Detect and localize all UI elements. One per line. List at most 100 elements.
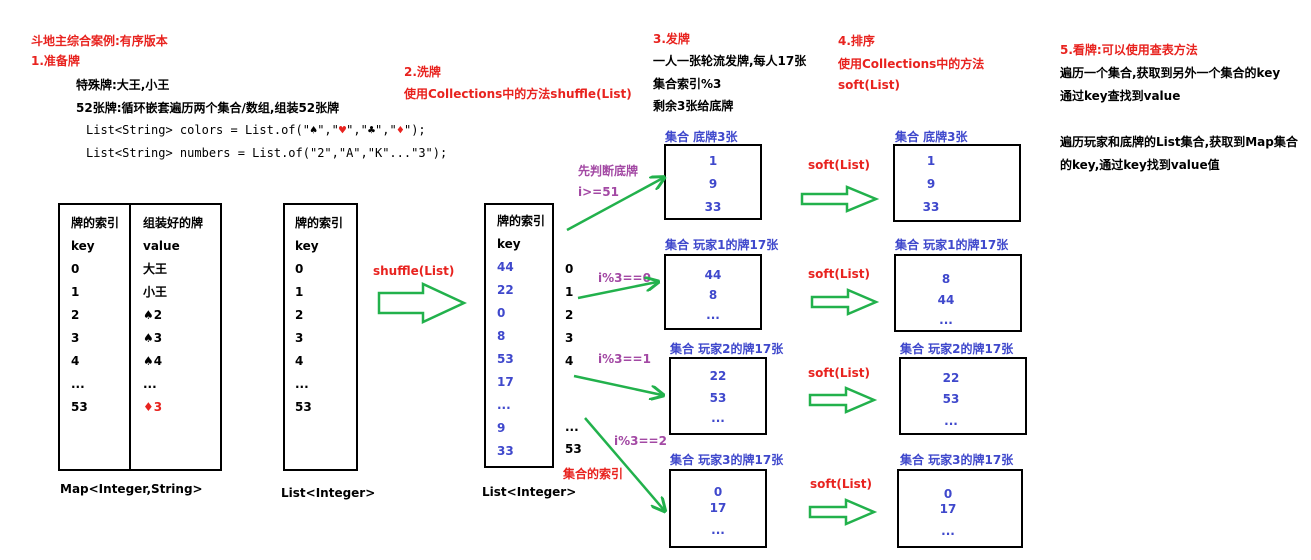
list-subheader: key xyxy=(295,239,319,253)
shuffled-key: 53 xyxy=(497,352,514,366)
shuffled-key: 44 xyxy=(497,260,514,274)
deal-arrow-bottom-icon xyxy=(566,178,663,232)
collection-index: 53 xyxy=(565,442,582,456)
deal-arrow-p2-icon xyxy=(573,374,662,395)
step2-desc: 使用Collections中的方法shuffle(List) xyxy=(404,87,632,101)
map-value: ♠3 xyxy=(143,331,163,345)
group-value: 9 xyxy=(708,177,718,191)
map-key: 2 xyxy=(71,308,80,322)
group-before-title: 集合 玩家2的牌17张 xyxy=(670,342,784,356)
diamond-icon: ♦ xyxy=(396,123,404,137)
map-table: 牌的索引 key 0 1 2 3 4 ... 53 组装好的牌 value 大王… xyxy=(58,203,222,471)
step5-line2: 通过key查找到value xyxy=(1060,89,1181,103)
heart-icon: ♥ xyxy=(338,123,347,137)
shuffled-key: 17 xyxy=(497,375,514,389)
group-before-title: 集合 玩家3的牌17张 xyxy=(670,453,784,467)
collection-index: 1 xyxy=(565,285,574,299)
group-value: 1 xyxy=(708,154,718,168)
sort-label: soft(List) xyxy=(808,158,870,172)
group-value: 17 xyxy=(939,502,957,516)
map-value: 大王 xyxy=(143,262,168,276)
list-key: 53 xyxy=(295,400,312,414)
shuffled-key: 22 xyxy=(497,283,514,297)
map-value-subheader: value xyxy=(143,239,180,253)
step1-title: 1.准备牌 xyxy=(31,54,80,68)
list-table: 牌的索引 key 0 1 2 3 4 ... 53 xyxy=(283,203,358,471)
group-before-title: 集合 玩家1的牌17张 xyxy=(665,238,779,252)
shuffled-key: 8 xyxy=(497,329,506,343)
shuffle-label: shuffle(List) xyxy=(373,264,455,278)
map-key: 53 xyxy=(71,400,88,414)
shuffled-key: 9 xyxy=(497,421,506,435)
map-caption: Map<Integer,String> xyxy=(60,482,203,496)
sort-arrow-icon xyxy=(800,185,880,213)
p2-condition: i%3==1 xyxy=(598,352,651,366)
shuffled-key: 0 xyxy=(497,306,506,320)
group-before-box: 44 8 ... xyxy=(664,254,762,330)
map-value-header: 组装好的牌 xyxy=(143,216,204,230)
group-before-box: 22 53 ... xyxy=(669,357,767,435)
group-value: 44 xyxy=(937,293,955,307)
step5-line3: 遍历玩家和底牌的List集合,获取到Map集合 xyxy=(1060,135,1298,149)
list-key-column: 牌的索引 key 0 1 2 3 4 ... 53 xyxy=(295,212,343,419)
step3-line3: 剩余3张给底牌 xyxy=(653,99,734,113)
group-value: 33 xyxy=(922,200,940,214)
group-value: 44 xyxy=(704,268,722,282)
step5-title: 5.看牌:可以使用查表方法 xyxy=(1060,43,1198,57)
step3-line1: 一人一张轮流发牌,每人17张 xyxy=(653,54,807,68)
group-after-box: 8 44 ... xyxy=(894,254,1022,332)
numbers-code: List<String> numbers = List.of("2","A","… xyxy=(86,146,448,160)
map-key-column: 牌的索引 key 0 1 2 3 4 ... 53 xyxy=(71,212,119,419)
list-key: 2 xyxy=(295,308,304,322)
sort-label: soft(List) xyxy=(810,477,872,491)
map-key: 1 xyxy=(71,285,80,299)
map-key: 0 xyxy=(71,262,80,276)
step3-line2: 集合索引%3 xyxy=(653,77,722,91)
cards52-text: 52张牌:循环嵌套遍历两个集合/数组,组装52张牌 xyxy=(76,101,340,115)
group-after-title: 集合 底牌3张 xyxy=(895,130,968,144)
group-after-title: 集合 玩家1的牌17张 xyxy=(895,238,1009,252)
shuffled-header: 牌的索引 xyxy=(497,214,546,228)
group-value: 1 xyxy=(926,154,936,168)
group-value: 9 xyxy=(926,177,936,191)
map-key: 4 xyxy=(71,354,80,368)
map-value: ♦3 xyxy=(143,400,163,414)
map-value: ... xyxy=(143,377,157,391)
spade-icon: ♠ xyxy=(309,123,318,137)
group-value: 8 xyxy=(941,272,951,286)
deal-arrow-p3-icon xyxy=(584,417,664,510)
list-key: 1 xyxy=(295,285,304,299)
shuffled-subheader: key xyxy=(497,237,521,251)
sort-label: soft(List) xyxy=(808,267,870,281)
map-value: ♠4 xyxy=(143,354,163,368)
list-caption: List<Integer> xyxy=(281,486,376,500)
map-key: ... xyxy=(71,377,85,391)
map-value: ♠2 xyxy=(143,308,163,322)
sort-label: soft(List) xyxy=(808,366,870,380)
list-header: 牌的索引 xyxy=(295,216,344,230)
collection-index-column: 0 1 2 3 4 xyxy=(565,258,573,373)
bottom-condition-expr: i>=51 xyxy=(578,185,619,199)
shuffled-table: 牌的索引 key 44 22 0 8 53 17 ... 9 33 xyxy=(484,203,554,468)
collection-index: 2 xyxy=(565,308,574,322)
group-value: 0 xyxy=(713,485,723,499)
collection-index: 4 xyxy=(565,354,574,368)
list-key: 4 xyxy=(295,354,304,368)
collection-index: 0 xyxy=(565,262,574,276)
collection-index: ... xyxy=(565,420,579,434)
collection-index: 3 xyxy=(565,331,574,345)
special-cards-text: 特殊牌:大王,小王 xyxy=(76,78,170,92)
group-value: 0 xyxy=(943,487,953,501)
group-value: 53 xyxy=(709,391,727,405)
step4-title: 4.排序 xyxy=(838,34,875,48)
group-value: ... xyxy=(941,524,955,538)
group-value: 22 xyxy=(709,369,727,383)
map-value-column: 组装好的牌 value 大王 小王 ♠2 ♠3 ♠4 ... ♦3 xyxy=(143,212,203,419)
shuffled-key: ... xyxy=(497,398,511,412)
step3-title: 3.发牌 xyxy=(653,32,690,46)
bottom-condition-text: 先判断底牌 xyxy=(578,164,639,178)
map-key: 3 xyxy=(71,331,80,345)
page-title: 斗地主综合案例:有序版本 xyxy=(31,34,168,48)
step4-line2: soft(List) xyxy=(838,78,900,92)
